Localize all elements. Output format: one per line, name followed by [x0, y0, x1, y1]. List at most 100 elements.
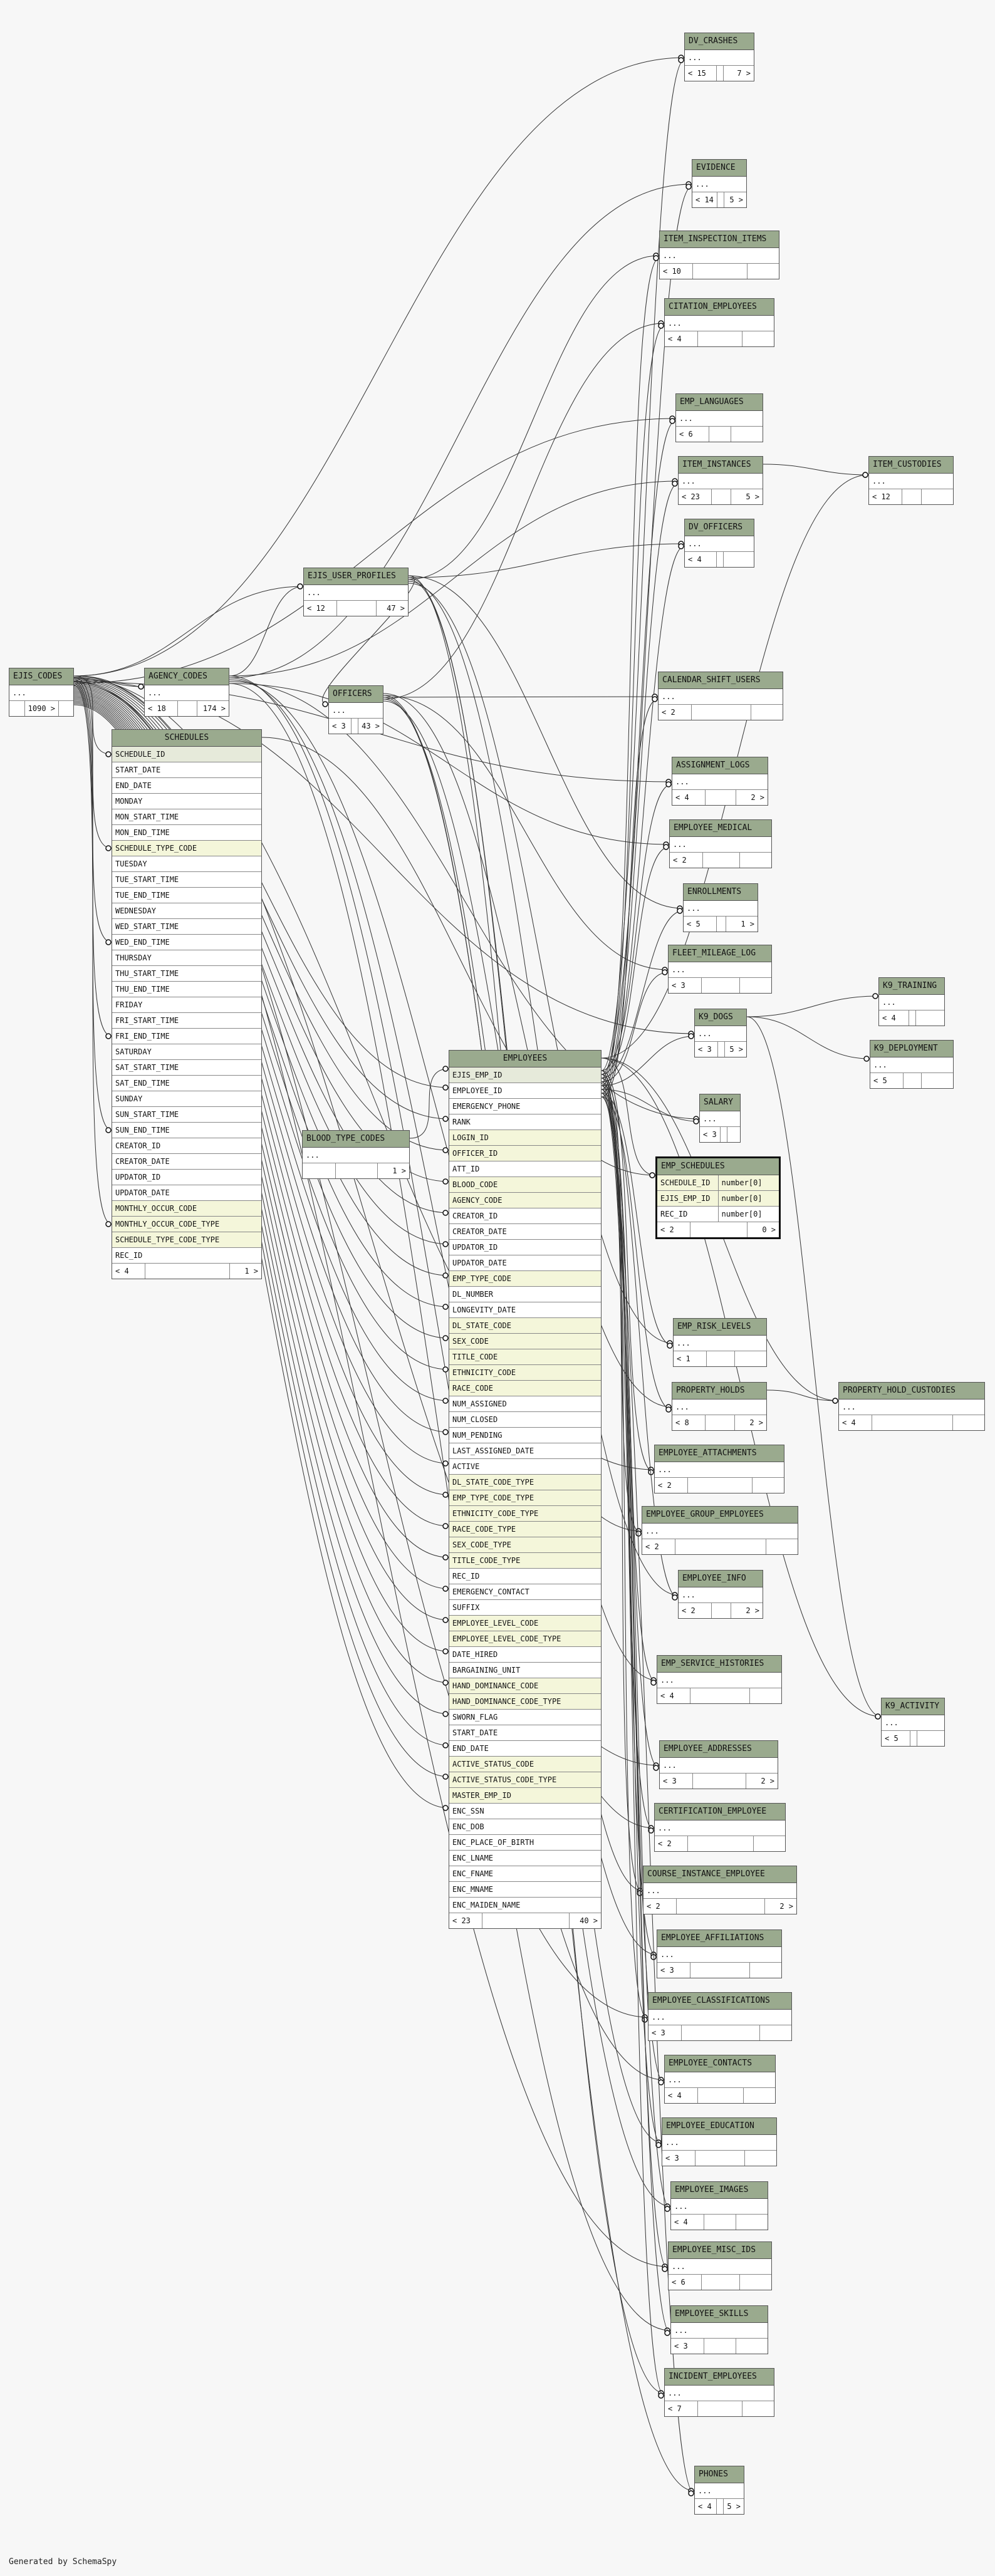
crowfoot-end	[653, 255, 659, 261]
table-employee_attachments[interactable]: EMPLOYEE_ATTACHMENTS...< 2	[654, 1445, 784, 1493]
table-k9_activity[interactable]: K9_ACTIVITY...< 5	[881, 1698, 945, 1747]
schedules-column: FRI_END_TIME	[112, 1029, 261, 1044]
item_custodies-footer-cell	[902, 489, 922, 504]
fk-line	[73, 586, 304, 677]
employee_classifications-header: EMPLOYEE_CLASSIFICATIONS	[649, 1993, 791, 2010]
employee_classifications-footer-cell	[760, 2025, 791, 2040]
employee_info-header: EMPLOYEE_INFO	[679, 1571, 763, 1587]
enrollments-footer-cell: < 5	[684, 917, 717, 932]
table-ejis_codes[interactable]: EJIS_CODES...1090 >	[9, 668, 74, 717]
employees-column: NUM_ASSIGNED	[449, 1396, 601, 1412]
certification_employee-footer-cell: < 2	[655, 1836, 688, 1851]
table-fleet_mileage_log[interactable]: FLEET_MILEAGE_LOG...< 3	[668, 945, 772, 994]
crowfoot-end	[685, 184, 692, 190]
table-employee_images[interactable]: EMPLOYEE_IMAGES...< 4	[670, 2181, 768, 2230]
table-employee_skills[interactable]: EMPLOYEE_SKILLS...< 3	[670, 2305, 768, 2354]
table-emp_languages[interactable]: EMP_LANGUAGES...< 6	[675, 393, 763, 442]
table-dv_officers[interactable]: DV_OFFICERS...< 4	[684, 519, 754, 568]
property_holds-column: ...	[672, 1400, 766, 1415]
schedules-column: THURSDAY	[112, 950, 261, 966]
table-property_hold_custodies[interactable]: PROPERTY_HOLD_CUSTODIES...< 4	[838, 1382, 985, 1431]
k9_training-column: ...	[879, 995, 944, 1010]
table-employee_education[interactable]: EMPLOYEE_EDUCATION...< 3	[662, 2117, 777, 2166]
table-employee_misc_ids[interactable]: EMPLOYEE_MISC_IDS...< 6	[668, 2241, 772, 2290]
employees-column: CREATOR_DATE	[449, 1224, 601, 1240]
crowfoot-end	[678, 541, 684, 547]
fk-line	[601, 1081, 657, 1683]
fk-line	[601, 846, 670, 1075]
crowfoot-end	[653, 1762, 659, 1768]
crowfoot-end	[442, 1648, 449, 1654]
table-employee_affiliations[interactable]: EMPLOYEE_AFFILIATIONS...< 3	[657, 1929, 782, 1978]
emp_risk_levels-footer-cell: < 1	[674, 1351, 707, 1366]
employees-column: EMP_TYPE_CODE_TYPE	[449, 1490, 601, 1506]
employees-column: LAST_ASSIGNED_DATE	[449, 1443, 601, 1459]
crowfoot-end	[650, 1954, 657, 1960]
table-employee_contacts[interactable]: EMPLOYEE_CONTACTS...< 4	[664, 2055, 776, 2104]
dv_crashes-column: ...	[685, 50, 754, 66]
table-item_custodies[interactable]: ITEM_CUSTODIES...< 12	[868, 456, 954, 505]
table-item_inspection_items[interactable]: ITEM_INSPECTION_ITEMS...< 10	[659, 231, 779, 279]
employee_skills-footer: < 3	[671, 2339, 768, 2354]
fk-line	[601, 325, 665, 1083]
emp_languages-footer: < 6	[676, 427, 763, 442]
table-employee_group_employees[interactable]: EMPLOYEE_GROUP_EMPLOYEES...< 2	[642, 1506, 798, 1555]
employees-footer-cell: < 23	[449, 1913, 482, 1928]
table-k9_deployment[interactable]: K9_DEPLOYMENT...< 5	[870, 1040, 954, 1089]
employees-column: UPDATOR_ID	[449, 1240, 601, 1255]
table-emp_service_histories[interactable]: EMP_SERVICE_HISTORIES...< 4	[657, 1655, 782, 1704]
officers-footer-cell: 43 >	[362, 722, 380, 730]
table-k9_training[interactable]: K9_TRAINING...< 4	[878, 977, 945, 1026]
fk-line	[601, 1036, 695, 1086]
table-blood_type_codes[interactable]: BLOOD_TYPE_CODES...1 >	[302, 1130, 410, 1179]
emp_service_histories-footer-cell	[690, 1688, 750, 1703]
incident_employees-column: ...	[665, 2386, 774, 2401]
table-employee_classifications[interactable]: EMPLOYEE_CLASSIFICATIONS...< 3	[648, 1992, 792, 2041]
employees-column: END_DATE	[449, 1741, 601, 1757]
ejis_codes-column: ...	[9, 685, 73, 701]
table-certification_employee[interactable]: CERTIFICATION_EMPLOYEE...< 2	[654, 1803, 786, 1852]
emp_risk_levels-header: EMP_RISK_LEVELS	[674, 1319, 766, 1336]
employee_contacts-header: EMPLOYEE_CONTACTS	[665, 2055, 775, 2072]
dv_crashes-header: DV_CRASHES	[685, 33, 754, 50]
fk-line	[601, 1093, 665, 2396]
item_custodies-footer: < 12	[869, 489, 953, 504]
k9_training-footer-cell	[909, 1010, 916, 1026]
employees-column: EMPLOYEE_LEVEL_CODE	[449, 1616, 601, 1631]
table-incident_employees[interactable]: INCIDENT_EMPLOYEES...< 7	[664, 2368, 774, 2417]
employee_group_employees-footer: < 2	[642, 1539, 798, 1554]
table-employee_medical[interactable]: EMPLOYEE_MEDICAL...< 2	[669, 819, 772, 868]
table-salary[interactable]: SALARY...< 3	[699, 1094, 741, 1143]
table-citation_employees[interactable]: CITATION_EMPLOYEES...< 4	[664, 298, 774, 347]
salary-footer-cell: < 3	[700, 1127, 721, 1142]
table-calendar_shift_users[interactable]: CALENDAR_SHIFT_USERS...< 2	[658, 672, 783, 720]
certification_employee-footer-cell	[688, 1836, 754, 1851]
emp_languages-footer-cell	[709, 427, 731, 442]
employee_classifications-footer-cell: < 3	[649, 2025, 682, 2040]
employee_attachments-footer-cell	[688, 1478, 753, 1493]
table-emp_risk_levels[interactable]: EMP_RISK_LEVELS...< 1	[673, 1318, 767, 1367]
calendar_shift_users-footer-cell: < 2	[659, 705, 692, 720]
agency_codes-column: ...	[145, 685, 229, 701]
schedules-column: MONDAY	[112, 794, 261, 809]
employees-column: ENC_DOB	[449, 1819, 601, 1835]
